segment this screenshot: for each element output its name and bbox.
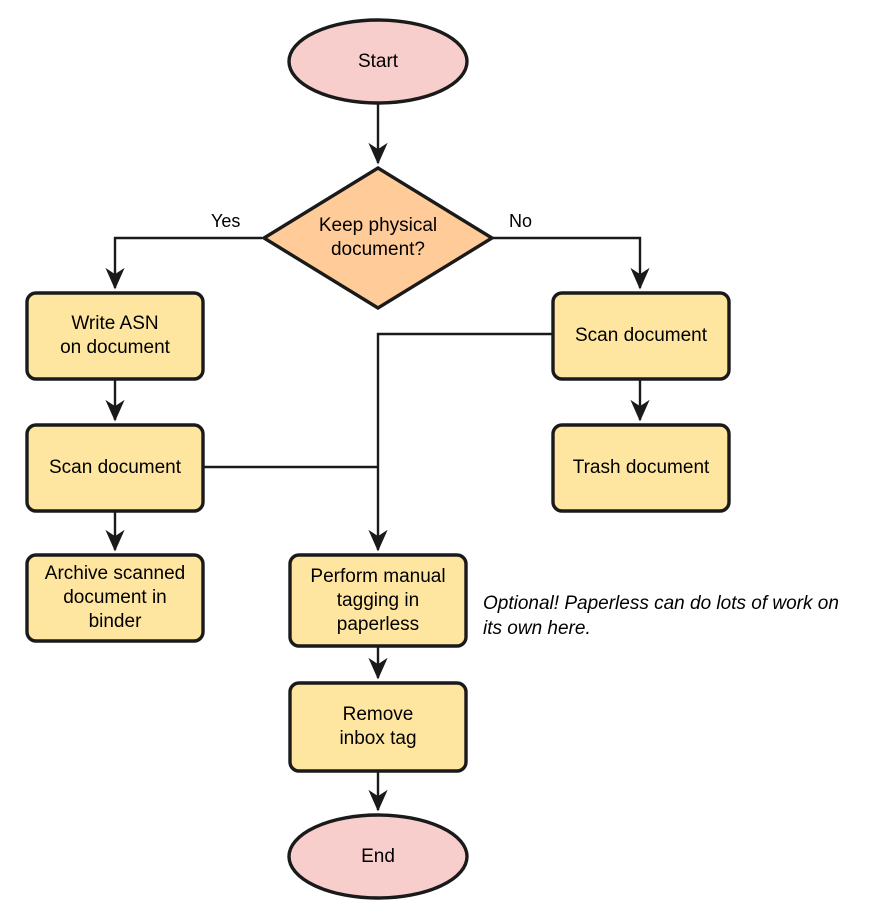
node-remove-inbox-tag[interactable] xyxy=(290,683,466,771)
edge-label-no: No xyxy=(509,211,533,231)
node-perform-manual-tagging[interactable] xyxy=(290,555,466,646)
node-shape-end[interactable] xyxy=(287,813,469,900)
optional-note: Optional! Paperless can do lots of work … xyxy=(483,593,839,639)
node-shape-remove-inbox-tag[interactable] xyxy=(288,681,468,773)
node-shape-keep-physical-document[interactable] xyxy=(260,166,496,310)
node-trash-document[interactable] xyxy=(553,425,729,511)
node-shape-perform-manual-tagging[interactable] xyxy=(288,553,468,648)
node-shape-write-asn[interactable] xyxy=(25,291,205,381)
node-shape-scan-document-right[interactable] xyxy=(551,291,731,381)
node-write-asn[interactable] xyxy=(27,293,203,379)
node-shape-scan-document-left[interactable] xyxy=(25,423,205,513)
node-shape-start[interactable] xyxy=(287,18,469,105)
node-scan-document-left[interactable] xyxy=(27,425,203,511)
edge-keep-to-asn xyxy=(105,236,262,290)
node-keep-physical-document[interactable] xyxy=(264,168,492,308)
node-end[interactable] xyxy=(289,815,467,898)
edge-keep-to-scan-right xyxy=(493,236,650,290)
node-shape-trash-document[interactable] xyxy=(551,423,731,513)
edge-label-yes: Yes xyxy=(211,211,241,231)
node-archive-scanned-document[interactable] xyxy=(27,555,203,641)
node-shape-archive-scanned-document[interactable] xyxy=(25,553,205,643)
edge-scan-right-to-tagging xyxy=(368,332,552,552)
node-start[interactable] xyxy=(289,20,467,103)
node-scan-document-right[interactable] xyxy=(553,293,729,379)
